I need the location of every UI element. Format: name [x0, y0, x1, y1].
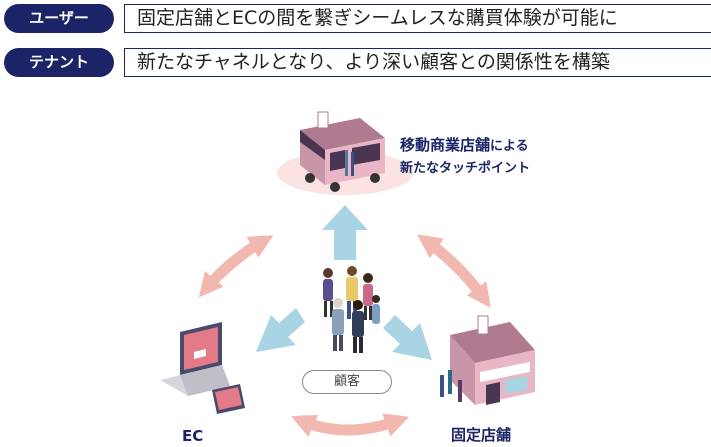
- customer-crowd-icon: [323, 266, 380, 353]
- food-truck-icon: [300, 111, 385, 192]
- tenant-benefit-text: 新たなチャネルとなり、より深い顧客との関係性を構築: [124, 48, 711, 77]
- arrow-truck-to-ec: [198, 235, 274, 298]
- channel-diagram: [160, 111, 535, 437]
- mobile-store-label-line2: 新たなタッチポイント: [400, 161, 531, 176]
- mobile-store-label-suffix: による: [490, 139, 529, 154]
- arrow-customer-to-truck: [322, 205, 368, 260]
- user-benefit-row: ユーザー 固定店舗とECの間を繋ぎシームレスな購買体験が可能に: [4, 4, 711, 33]
- customer-label: 顧客: [302, 370, 392, 394]
- arrow-customer-to-store: [383, 315, 432, 360]
- mobile-store-label-bold: 移動商業店舗: [400, 136, 491, 154]
- user-pill: ユーザー: [4, 4, 114, 33]
- tenant-benefit-row: テナント 新たなチャネルとなり、より深い顧客との関係性を構築: [4, 48, 711, 77]
- user-benefit-text: 固定店舗とECの間を繋ぎシームレスな購買体験が可能に: [124, 4, 711, 33]
- mobile-store-label: 移動商業店舗による 新たなタッチポイント: [400, 134, 530, 180]
- store-label: 固定店舗: [451, 426, 512, 444]
- store-icon: [440, 315, 535, 405]
- tenant-pill: テナント: [4, 48, 114, 77]
- laptop-ec-icon: [160, 322, 245, 414]
- arrow-customer-to-ec: [256, 308, 305, 352]
- arrow-truck-to-store: [417, 234, 491, 308]
- arrow-ec-to-store: [291, 413, 410, 437]
- ec-label: EC: [182, 427, 204, 445]
